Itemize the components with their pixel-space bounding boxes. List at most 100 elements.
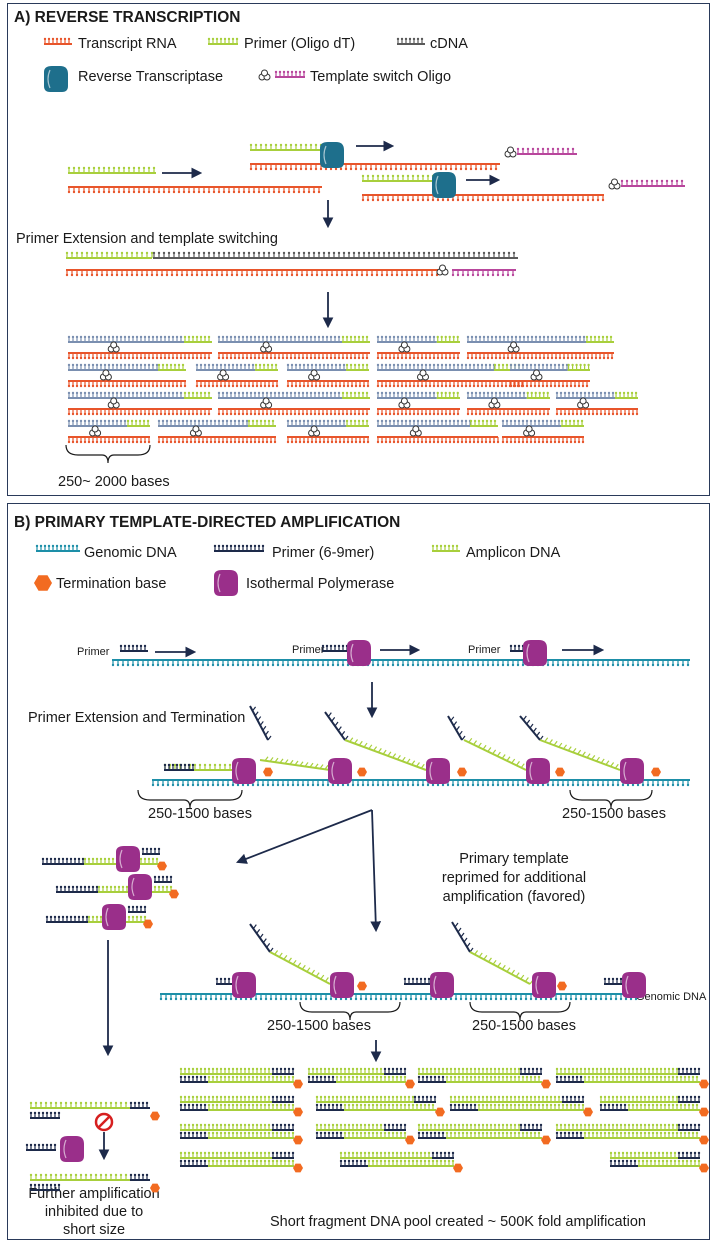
pool-b-amplicon-2-ticks bbox=[418, 1069, 520, 1074]
pool-b-tail-0-ticks bbox=[272, 1069, 294, 1074]
pool-a-tso-8-c bbox=[533, 369, 540, 377]
pool-b-primer-0-ticks bbox=[180, 1077, 206, 1082]
product-tso-loop-c bbox=[439, 264, 446, 272]
pool-b-termination-1 bbox=[405, 1079, 415, 1089]
pool-b-copy-3-beads bbox=[583, 1075, 699, 1079]
pool-a-primer-6-beads bbox=[345, 363, 369, 367]
pool-a-template-18-beads bbox=[501, 419, 561, 423]
size-brace-b3 bbox=[299, 1001, 401, 1021]
legend-amplicon-strand-ticks bbox=[432, 546, 458, 551]
pool-b-tail-6-beads bbox=[561, 1095, 585, 1099]
branch-arrow-left bbox=[235, 809, 373, 864]
pool-a-template-3-beads bbox=[466, 335, 586, 339]
polymerase-3 bbox=[232, 758, 256, 784]
polymerase-11-highlight bbox=[535, 975, 539, 995]
pool-a-template-7-ticks bbox=[377, 365, 495, 370]
pool-b-copy-12-beads bbox=[207, 1159, 295, 1163]
pool-b-amplicon-8-ticks bbox=[180, 1125, 270, 1130]
pool-b-amplicon-13-beads bbox=[339, 1151, 431, 1155]
product-primer-ticks bbox=[66, 253, 153, 258]
step-primer-extension-switching: Primer Extension and template switching bbox=[16, 231, 278, 247]
pool-a-rna-6-ticks bbox=[287, 381, 369, 386]
displaced-2-ticks bbox=[349, 737, 430, 771]
pool-a-rna-2-ticks bbox=[377, 353, 459, 358]
pool-b-tail-0-beads bbox=[271, 1067, 295, 1071]
pool-b-amplicon-6-beads bbox=[449, 1095, 561, 1099]
termination-6 bbox=[357, 981, 367, 991]
short-tail-bottom-ticks bbox=[130, 1175, 148, 1180]
secondary-termination-b bbox=[169, 889, 179, 899]
pool-b-termination-5 bbox=[435, 1107, 445, 1117]
pool-a-primer-2-ticks bbox=[437, 337, 459, 342]
inhibited-polymerase-highlight bbox=[63, 1139, 67, 1159]
termination-4 bbox=[555, 767, 565, 777]
legend-primer-strand-ticks bbox=[208, 39, 238, 44]
legend-rt-enzyme-highlight bbox=[47, 69, 51, 89]
reprime-primer-2-beads bbox=[403, 977, 431, 981]
legend-rna-strand-beads bbox=[43, 37, 71, 41]
pool-a-template-7-beads bbox=[376, 363, 496, 367]
displaced-primer-4-ticks bbox=[522, 715, 544, 741]
pool-a-rna-11-beads bbox=[376, 412, 460, 416]
pool-b-copy-10-beads bbox=[445, 1131, 541, 1135]
polymerase-10 bbox=[430, 972, 454, 998]
pool-a-primer-18-ticks bbox=[561, 421, 583, 426]
legend-rt-enzyme bbox=[44, 66, 68, 92]
polymerase-4 bbox=[328, 758, 352, 784]
rt-enzyme-1-highlight bbox=[323, 145, 327, 165]
pool-a-template-6-beads bbox=[286, 363, 346, 367]
pool-a-primer-16-ticks bbox=[346, 421, 368, 426]
pool-a-rna-18-ticks bbox=[502, 437, 584, 442]
short-amplicon-bottom-ticks bbox=[30, 1175, 127, 1180]
pool-a-template-11-ticks bbox=[377, 393, 435, 398]
branch-arrow-down bbox=[370, 809, 382, 933]
legend-primer-random: Primer (6-9mer) bbox=[272, 545, 374, 561]
polymerase-4-highlight bbox=[331, 761, 335, 781]
pool-b-copy-8-beads bbox=[207, 1131, 295, 1135]
pool-b-copy-0-beads bbox=[207, 1075, 295, 1079]
legend-primer-random-strand-beads bbox=[213, 544, 265, 548]
pool-b-tail-1-beads bbox=[383, 1067, 407, 1071]
pool-b-tail-13-ticks bbox=[432, 1153, 454, 1158]
pool-a-template-16-beads bbox=[286, 419, 346, 423]
product-primer-beads bbox=[65, 251, 154, 255]
pool-b-copy-7-beads bbox=[627, 1103, 699, 1107]
pool-b-copy-5-ticks bbox=[344, 1105, 434, 1110]
pool-b-copy-4-ticks bbox=[208, 1105, 294, 1110]
pool-a-primer-5-beads bbox=[254, 363, 278, 367]
pool-b-copy-2-ticks bbox=[446, 1077, 540, 1082]
pool-a-primer-17-ticks bbox=[470, 421, 496, 426]
reprime-primer-2-ticks bbox=[404, 979, 430, 984]
short-primer-bottom-beads bbox=[29, 1183, 61, 1187]
size-brace-b2 bbox=[569, 789, 653, 809]
reprime-primer-3-ticks bbox=[604, 979, 622, 984]
pool-a-rna-13-ticks bbox=[556, 409, 638, 414]
pool-b-termination-2 bbox=[541, 1079, 551, 1089]
pool-b-amplicon-5-ticks bbox=[316, 1097, 414, 1102]
pool-b-tail-12-ticks bbox=[272, 1153, 294, 1158]
secondary-primer-a-beads bbox=[41, 857, 85, 861]
pool-b-primer-14-beads bbox=[609, 1159, 637, 1163]
primer-3-beads bbox=[361, 174, 450, 178]
polymerase-2 bbox=[523, 640, 547, 666]
pool-b-tail-6-ticks bbox=[562, 1097, 584, 1102]
tso-strand-1-ticks bbox=[517, 149, 574, 154]
pool-b-tail-2-beads bbox=[519, 1067, 543, 1071]
pool-a-tso-4-c bbox=[102, 369, 110, 377]
primer-2-beads bbox=[67, 166, 156, 170]
pool-a-tso-7-c bbox=[419, 369, 427, 377]
polymerase-1-highlight bbox=[350, 643, 354, 663]
reprime-primer-1-ticks bbox=[216, 979, 238, 984]
pool-a-template-5-ticks bbox=[196, 365, 254, 370]
tso-strand-3-ticks bbox=[621, 181, 683, 186]
pool-b-tail-10-beads bbox=[519, 1123, 543, 1127]
product-tso-ticks bbox=[452, 270, 514, 275]
pool-a-primer-8-beads bbox=[567, 363, 590, 367]
pool-a-template-2-beads bbox=[376, 335, 436, 339]
pool-a-template-16-ticks bbox=[287, 421, 345, 426]
polymerase-7 bbox=[620, 758, 644, 784]
pool-b-amplicon-9-ticks bbox=[316, 1125, 382, 1130]
pool-b-copy-8-ticks bbox=[208, 1133, 294, 1138]
secondary-tail-b-beads bbox=[153, 875, 173, 879]
secondary-primer-c-beads bbox=[45, 915, 89, 919]
